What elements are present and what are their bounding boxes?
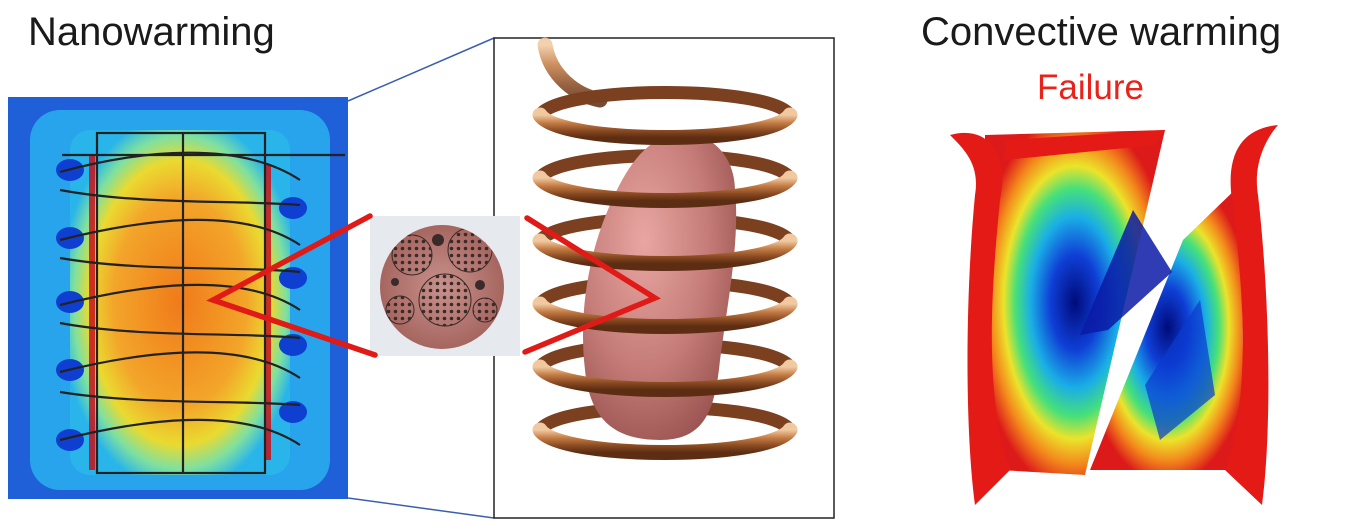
- coil-illustration: [494, 38, 834, 518]
- nanowarming-heatmap: [8, 97, 348, 499]
- nanoparticle-inset: [370, 216, 520, 356]
- convective-warming-heatmap: [950, 125, 1278, 505]
